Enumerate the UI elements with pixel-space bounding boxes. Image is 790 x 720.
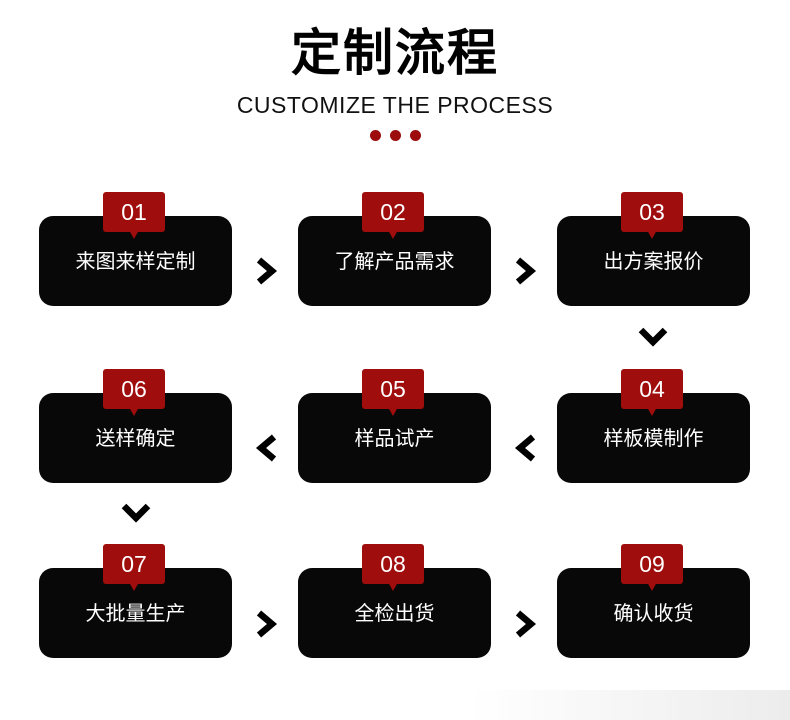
badge-tail-icon	[647, 230, 657, 239]
step-number: 01	[121, 199, 147, 225]
step-number: 07	[121, 551, 147, 577]
step-04: 样板模制作 04	[557, 369, 750, 483]
badge-tail-icon	[129, 582, 139, 591]
step-label: 送样确定	[95, 426, 176, 450]
badge-tail-icon	[129, 407, 139, 416]
step-label: 来图来样定制	[75, 249, 196, 273]
step-number: 02	[380, 199, 406, 225]
step-07: 大批量生产 07	[39, 544, 232, 658]
step-number-badge: 09	[621, 544, 683, 591]
step-02: 了解产品需求 02	[298, 192, 491, 306]
step-label: 确认收货	[613, 601, 694, 625]
chevron-right-icon	[511, 609, 541, 639]
step-05: 样品试产 05	[298, 369, 491, 483]
step-label: 了解产品需求	[334, 249, 455, 273]
badge-tail-icon	[647, 582, 657, 591]
chevron-right-icon	[511, 256, 541, 286]
step-number: 04	[639, 376, 665, 402]
step-number-badge: 07	[103, 544, 165, 591]
step-number-badge: 01	[103, 192, 165, 239]
step-number-badge: 03	[621, 192, 683, 239]
step-label: 出方案报价	[603, 249, 704, 273]
step-09: 确认收货 09	[557, 544, 750, 658]
decorative-dots	[0, 130, 790, 141]
badge-tail-icon	[647, 407, 657, 416]
step-number-badge: 05	[362, 369, 424, 416]
step-label: 样板模制作	[603, 426, 704, 450]
step-number: 09	[639, 551, 665, 577]
step-number-badge: 02	[362, 192, 424, 239]
step-number-badge: 04	[621, 369, 683, 416]
step-number-badge: 06	[103, 369, 165, 416]
dot-icon	[409, 130, 421, 141]
step-label: 大批量生产	[85, 601, 186, 625]
chevron-down-icon	[638, 322, 668, 352]
step-label: 样品试产	[354, 426, 435, 450]
badge-tail-icon	[129, 230, 139, 239]
step-03: 出方案报价 03	[557, 192, 750, 306]
page-title: 定制流程	[291, 24, 499, 82]
badge-tail-icon	[388, 407, 398, 416]
step-08: 全检出货 08	[298, 544, 491, 658]
step-number: 08	[380, 551, 406, 577]
dot-icon	[389, 130, 401, 141]
dot-icon	[369, 130, 381, 141]
chevron-left-icon	[252, 433, 282, 463]
chevron-right-icon	[252, 256, 282, 286]
step-number-badge: 08	[362, 544, 424, 591]
badge-tail-icon	[388, 582, 398, 591]
chevron-left-icon	[511, 433, 541, 463]
bottom-fade	[470, 690, 790, 720]
step-01: 来图来样定制 01	[39, 192, 232, 306]
badge-tail-icon	[388, 230, 398, 239]
step-06: 送样确定 06	[39, 369, 232, 483]
step-number: 03	[639, 199, 665, 225]
step-number: 05	[380, 376, 406, 402]
step-label: 全检出货	[354, 601, 435, 625]
chevron-down-icon	[121, 498, 151, 528]
page-subtitle: CUSTOMIZE THE PROCESS	[236, 92, 554, 118]
step-number: 06	[121, 376, 147, 402]
chevron-right-icon	[252, 609, 282, 639]
